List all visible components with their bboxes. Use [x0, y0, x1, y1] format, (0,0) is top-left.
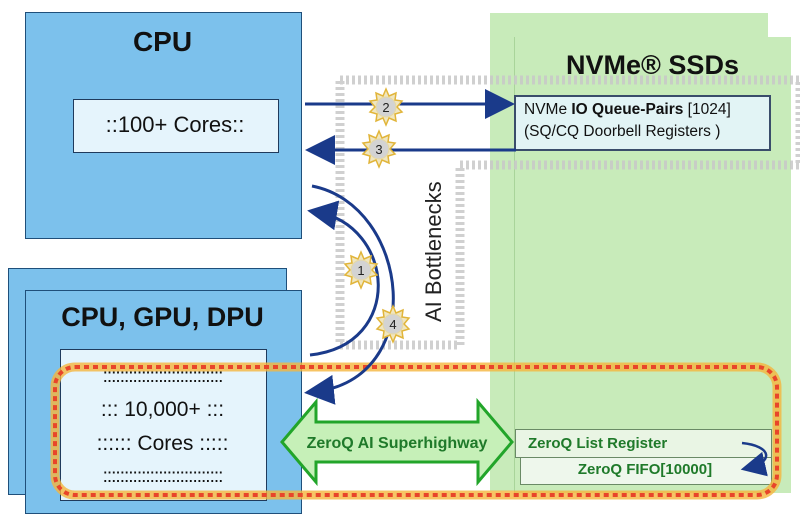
accelerators-title: CPU, GPU, DPU [61, 302, 264, 332]
cpu-cores-label: ::100+ Cores:: [105, 112, 245, 137]
queue-line-1-bold: IO Queue-Pairs [571, 101, 684, 118]
queue-line-1-suffix: [1024] [683, 101, 731, 118]
queue-line-2: (SQ/CQ Doorbell Registers ) [524, 123, 721, 140]
marker-1-label: 1 [357, 263, 364, 278]
bottleneck-region [335, 75, 800, 350]
zeroq-fifo-box [520, 457, 772, 485]
zeroq-fifo-label: ZeroQ FIFO[10000] [577, 461, 713, 478]
accelerators-cores-line: :::::: Cores ::::: [96, 432, 229, 455]
marker-2-label: 2 [382, 100, 389, 115]
marker-4-badge: 4 [375, 304, 411, 344]
zeroq-list-register-box [515, 429, 772, 458]
zeroq-fifo-arrow [740, 441, 768, 477]
queue-line-1: NVMe IO Queue-Pairs [1024] [524, 99, 761, 121]
marker-3-badge: 3 [361, 129, 397, 169]
bottleneck-label: AI Bottlenecks [421, 181, 446, 322]
marker-4-label: 4 [389, 317, 396, 332]
superhighway-label: ZeroQ AI Superhighway [307, 435, 488, 452]
queue-line-1-prefix: NVMe [524, 101, 572, 118]
marker-1-badge: 1 [343, 250, 379, 290]
arrow-accel-to-cpu [307, 200, 380, 357]
marker-3-label: 3 [375, 142, 382, 157]
arrow-cpu-to-accel [304, 184, 395, 405]
zeroq-list-register-label: ZeroQ List Register [528, 435, 668, 452]
cpu-title: CPU [132, 26, 193, 57]
superhighway-region-dots [53, 365, 779, 497]
cpu-cores-box [73, 99, 279, 153]
marker-2-badge: 2 [368, 87, 404, 127]
superhighway-arrow [280, 397, 514, 487]
accelerators-cores-line: :::::::::::::::::::::::::::: [102, 466, 224, 487]
nvme-title: NVMe® SSDs [566, 50, 739, 80]
accelerators-cores-box [60, 349, 267, 501]
nvme-queue-pairs-box: NVMe IO Queue-Pairs [1024] (SQ/CQ Doorbe… [514, 95, 771, 151]
accelerators-cores-line: ::: 10,000+ ::: [100, 398, 225, 421]
